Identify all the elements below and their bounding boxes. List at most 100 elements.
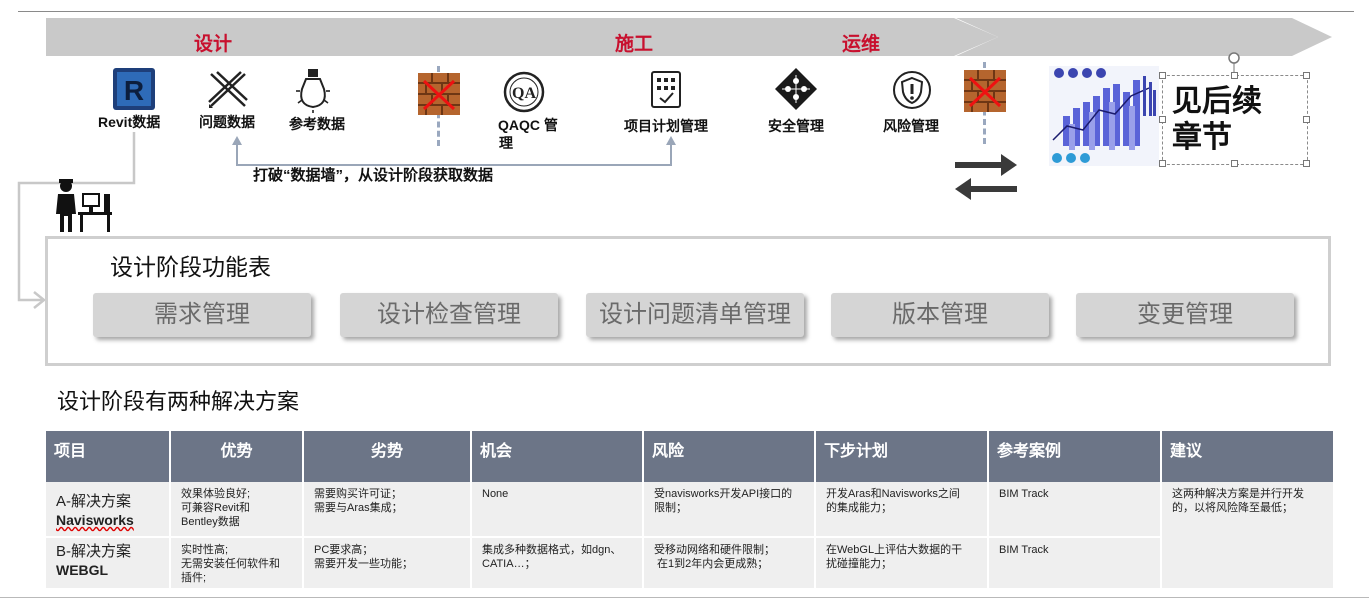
qaqc-label-line2: 理	[499, 135, 513, 151]
header-opportunity: 机会	[471, 431, 644, 482]
operations-chevron	[956, 18, 1332, 56]
solution-b-disadvantage: PC要求高； 需要开发一些功能；	[303, 537, 472, 590]
resize-handle[interactable]	[1159, 160, 1166, 167]
data-flow-connector	[232, 136, 676, 166]
phase-construction-label: 施工	[615, 34, 654, 55]
checklist-calendar-icon	[651, 71, 681, 108]
solution-b-opportunity: 集成多种数据格式，如dgn、 CATIA…；	[471, 537, 644, 590]
opportunity-line: CATIA…；	[482, 558, 536, 570]
header-suggestion: 建议	[1161, 431, 1333, 482]
revit-flow-connector	[17, 132, 136, 309]
risk-line: 受navisworks开发API接口的	[654, 488, 793, 500]
opportunity-line: 集成多种数据格式，如dgn、	[482, 544, 622, 556]
solution-b-product: WEBGL	[56, 562, 109, 578]
schedule-management-label: 项目计划管理	[624, 118, 708, 134]
solutions-title: 设计阶段有两种解决方案	[57, 389, 300, 414]
safety-diamond-icon	[775, 68, 817, 110]
next-plan-line: 开发Aras和Navisworks之间	[826, 488, 960, 500]
header-disadvantage: 劣势	[303, 431, 472, 482]
revit-data-label: Revit数据	[98, 114, 161, 130]
resize-handle[interactable]	[1303, 72, 1310, 79]
resize-handle[interactable]	[1303, 160, 1310, 167]
opportunity-line: None	[482, 488, 509, 500]
resize-handle[interactable]	[1231, 72, 1238, 79]
resize-handle[interactable]	[1231, 160, 1238, 167]
risk-line: 在1到2年内会更成熟；	[654, 558, 769, 570]
header-advantage: 优势	[170, 431, 304, 482]
qaqc-label-line1: QAQC 管	[498, 117, 558, 133]
phase-design-label: 设计	[194, 34, 233, 55]
header-risk: 风险	[643, 431, 816, 482]
continued-line1: 见后续	[1172, 85, 1262, 118]
solution-a-advantage: 效果体验良好; 可兼容Revit和 Bentley数据	[170, 482, 304, 538]
solution-a-product: Navisworks	[56, 512, 134, 528]
advantage-line: 可兼容Revit和	[181, 502, 251, 514]
header-reference: 参考案例	[988, 431, 1162, 482]
data-wall-blocked-icon-2	[964, 70, 1006, 112]
solution-a-reference: BIM Track	[988, 482, 1162, 538]
solution-b-name: B-解决方案	[56, 543, 132, 560]
function-panel-title: 设计阶段功能表	[110, 254, 271, 280]
solution-b-reference: BIM Track	[988, 537, 1162, 590]
design-review-management-button[interactable]: 设计检查管理	[340, 293, 558, 337]
disadvantage-line: 需要与Aras集成；	[314, 502, 403, 514]
header-next-plan: 下步计划	[815, 431, 989, 482]
disadvantage-line: 需要开发一些功能；	[314, 558, 413, 570]
phase-operations-label: 运维	[842, 34, 881, 55]
suggestion-cell: 这两种解决方案是并行开发 的，以将风险降至最低；	[1161, 482, 1333, 590]
next-plan-line: 扰碰撞能力；	[826, 558, 892, 570]
next-plan-line: 的集成能力；	[826, 502, 892, 514]
header-item: 项目	[46, 431, 171, 482]
solutions-table: 项目 优势 劣势 机会 风险 下步计划 参考案例 建议 A-解决方案 Navis…	[46, 431, 1333, 590]
solution-b-risk: 受移动网络和硬件限制； 在1到2年内会更成熟；	[643, 537, 816, 590]
solution-a-name: A-解决方案	[56, 493, 132, 510]
solution-a-disadvantage: 需要购买许可证； 需要与Aras集成；	[303, 482, 472, 538]
solution-a-cell: A-解决方案 Navisworks	[46, 482, 171, 538]
advantage-line: 插件;	[181, 572, 207, 584]
table-row: B-解决方案 WEBGL 实时性高; 无需安装任何软件和 插件; PC要求高； …	[46, 537, 1333, 590]
solution-a-risk: 受navisworks开发API接口的 限制；	[643, 482, 816, 538]
solution-a-opportunity: None	[471, 482, 644, 538]
safety-management-label: 安全管理	[768, 118, 824, 134]
resize-handle[interactable]	[1159, 72, 1166, 79]
disadvantage-line: 需要购买许可证；	[314, 488, 402, 500]
bottom-divider	[0, 597, 1369, 598]
construction-chevron	[450, 18, 998, 56]
risk-line: 限制；	[654, 502, 687, 514]
pencil-ruler-icon	[208, 71, 248, 108]
reference-data-label: 参考数据	[289, 116, 345, 132]
disadvantage-line: PC要求高；	[314, 544, 374, 556]
suggestion-line: 的，以将风险降至最低；	[1172, 502, 1293, 514]
advantage-line: 无需安装任何软件和	[181, 558, 280, 570]
lightbulb-icon	[296, 69, 330, 113]
top-divider	[18, 11, 1354, 12]
rotate-handle-icon[interactable]	[1226, 51, 1242, 73]
qa-badge-icon: QA	[503, 71, 545, 113]
table-header-row: 项目 优势 劣势 机会 风险 下步计划 参考案例 建议	[46, 431, 1333, 482]
data-wall-blocked-icon	[418, 73, 460, 115]
svg-text:QA: QA	[512, 85, 536, 102]
version-management-button[interactable]: 版本管理	[831, 293, 1049, 337]
resize-handle[interactable]	[1159, 116, 1166, 123]
issue-data-label: 问题数据	[199, 114, 255, 130]
engineer-at-desk-icon	[56, 179, 112, 232]
solution-b-cell: B-解决方案 WEBGL	[46, 537, 171, 590]
risk-management-label: 风险管理	[883, 118, 939, 134]
risk-line: 受移动网络和硬件限制；	[654, 544, 775, 556]
solution-b-advantage: 实时性高; 无需安装任何软件和 插件;	[170, 537, 304, 590]
requirements-management-button[interactable]: 需求管理	[93, 293, 311, 337]
advantage-line: 实时性高;	[181, 544, 229, 556]
table-row: A-解决方案 Navisworks 效果体验良好; 可兼容Revit和 Bent…	[46, 482, 1333, 590]
continued-line2: 章节	[1172, 121, 1232, 154]
risk-shield-icon	[893, 71, 931, 109]
analytics-3d-chart-icon	[1049, 66, 1159, 166]
exchange-arrows-icon	[955, 154, 1017, 200]
svg-text:R: R	[124, 75, 144, 106]
resize-handle[interactable]	[1303, 116, 1310, 123]
revit-logo-icon: R	[113, 68, 155, 110]
phase-chevrons	[46, 18, 1332, 56]
advantage-line: Bentley数据	[181, 516, 240, 528]
change-management-button[interactable]: 变更管理	[1076, 293, 1294, 337]
design-issue-list-button[interactable]: 设计问题清单管理	[586, 293, 804, 337]
data-wall-note: 打破“数据墙”，从设计阶段获取数据	[253, 167, 494, 184]
